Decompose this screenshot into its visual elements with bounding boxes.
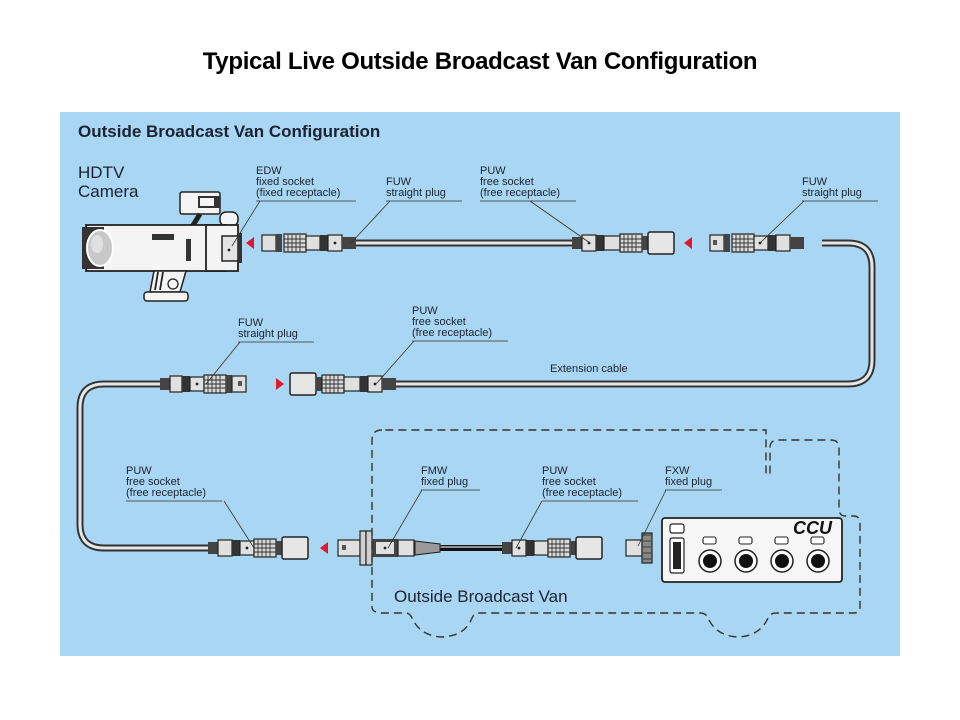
svg-text:free socket: free socket xyxy=(542,476,596,488)
slide-title: Typical Live Outside Broadcast Van Confi… xyxy=(202,48,758,75)
fuw-plug-connector xyxy=(261,233,356,253)
svg-text:straight plug: straight plug xyxy=(386,187,446,199)
extension-cable-label: Extension cable xyxy=(550,363,628,375)
cable-route xyxy=(76,239,876,556)
callout-fuw-2: FUW straight plug xyxy=(759,176,878,244)
svg-text:(free receptacle): (free receptacle) xyxy=(480,187,560,199)
callout-edw: EDW fixed socket (fixed receptacle) xyxy=(231,165,356,247)
callout-puw-1: PUW free socket (free receptacle) xyxy=(480,165,591,244)
puw-socket-connector xyxy=(572,231,675,255)
callout-fxw: FXW fixed plug xyxy=(637,465,722,547)
callout-puw-4: PUW free socket (free receptacle) xyxy=(515,465,638,549)
callout-puw-2: PUW free socket (free receptacle) xyxy=(375,305,508,385)
svg-text:PUW: PUW xyxy=(480,165,506,177)
diagram-header: Outside Broadcast Van Configuration xyxy=(78,122,380,141)
callout-fmw: FMW fixed plug xyxy=(387,465,480,549)
svg-text:EDW: EDW xyxy=(256,165,282,177)
puw-socket-connector xyxy=(289,372,396,396)
svg-text:FMW: FMW xyxy=(421,465,448,477)
svg-text:PUW: PUW xyxy=(126,465,152,477)
svg-text:FUW: FUW xyxy=(238,317,264,329)
svg-text:fixed plug: fixed plug xyxy=(421,476,468,488)
callout-puw-3: PUW free socket (free receptacle) xyxy=(126,465,255,549)
svg-text:(free receptacle): (free receptacle) xyxy=(542,487,622,499)
callout-fuw-1: FUW straight plug xyxy=(350,176,462,244)
fmw-fixed-plug-connector xyxy=(337,530,415,566)
svg-text:(fixed receptacle): (fixed receptacle) xyxy=(256,187,340,199)
van-label: Outside Broadcast Van xyxy=(394,587,568,606)
svg-text:FUW: FUW xyxy=(386,176,412,188)
camera-label-line1: HDTV xyxy=(78,163,125,182)
arrow-left-icon xyxy=(320,542,328,554)
ccu-unit: CCU xyxy=(661,517,843,583)
svg-text:free socket: free socket xyxy=(480,176,534,188)
svg-text:fixed socket: fixed socket xyxy=(256,176,314,188)
svg-text:(free receptacle): (free receptacle) xyxy=(126,487,206,499)
svg-text:(free receptacle): (free receptacle) xyxy=(412,327,492,339)
callout-fuw-3: FUW straight plug xyxy=(205,317,314,385)
arrow-right-icon xyxy=(276,378,284,390)
diagram-canvas: Outside Broadcast Van Configuration HDTV… xyxy=(76,122,878,638)
van-outline xyxy=(371,429,861,638)
svg-text:free socket: free socket xyxy=(126,476,180,488)
svg-text:FXW: FXW xyxy=(665,465,690,477)
arrow-left-icon xyxy=(246,237,254,249)
puw-socket-connector xyxy=(208,536,309,560)
svg-text:FUW: FUW xyxy=(802,176,828,188)
ccu-label: CCU xyxy=(793,518,833,538)
hdtv-camera-icon xyxy=(82,191,242,302)
fuw-plug-connector xyxy=(160,374,247,394)
camera-label-line2: Camera xyxy=(78,182,139,201)
svg-text:PUW: PUW xyxy=(412,305,438,317)
ccu-ports xyxy=(698,536,830,573)
svg-text:straight plug: straight plug xyxy=(238,328,298,340)
fuw-plug-connector xyxy=(709,233,804,253)
diagram-panel: Outside Broadcast Van Configuration HDTV… xyxy=(60,112,900,656)
puw-socket-connector xyxy=(502,536,603,560)
fxw-fixed-plug-connector xyxy=(625,532,653,564)
svg-text:fixed plug: fixed plug xyxy=(665,476,712,488)
arrow-left-icon xyxy=(684,237,692,249)
svg-text:PUW: PUW xyxy=(542,465,568,477)
svg-text:straight plug: straight plug xyxy=(802,187,862,199)
svg-text:free socket: free socket xyxy=(412,316,466,328)
